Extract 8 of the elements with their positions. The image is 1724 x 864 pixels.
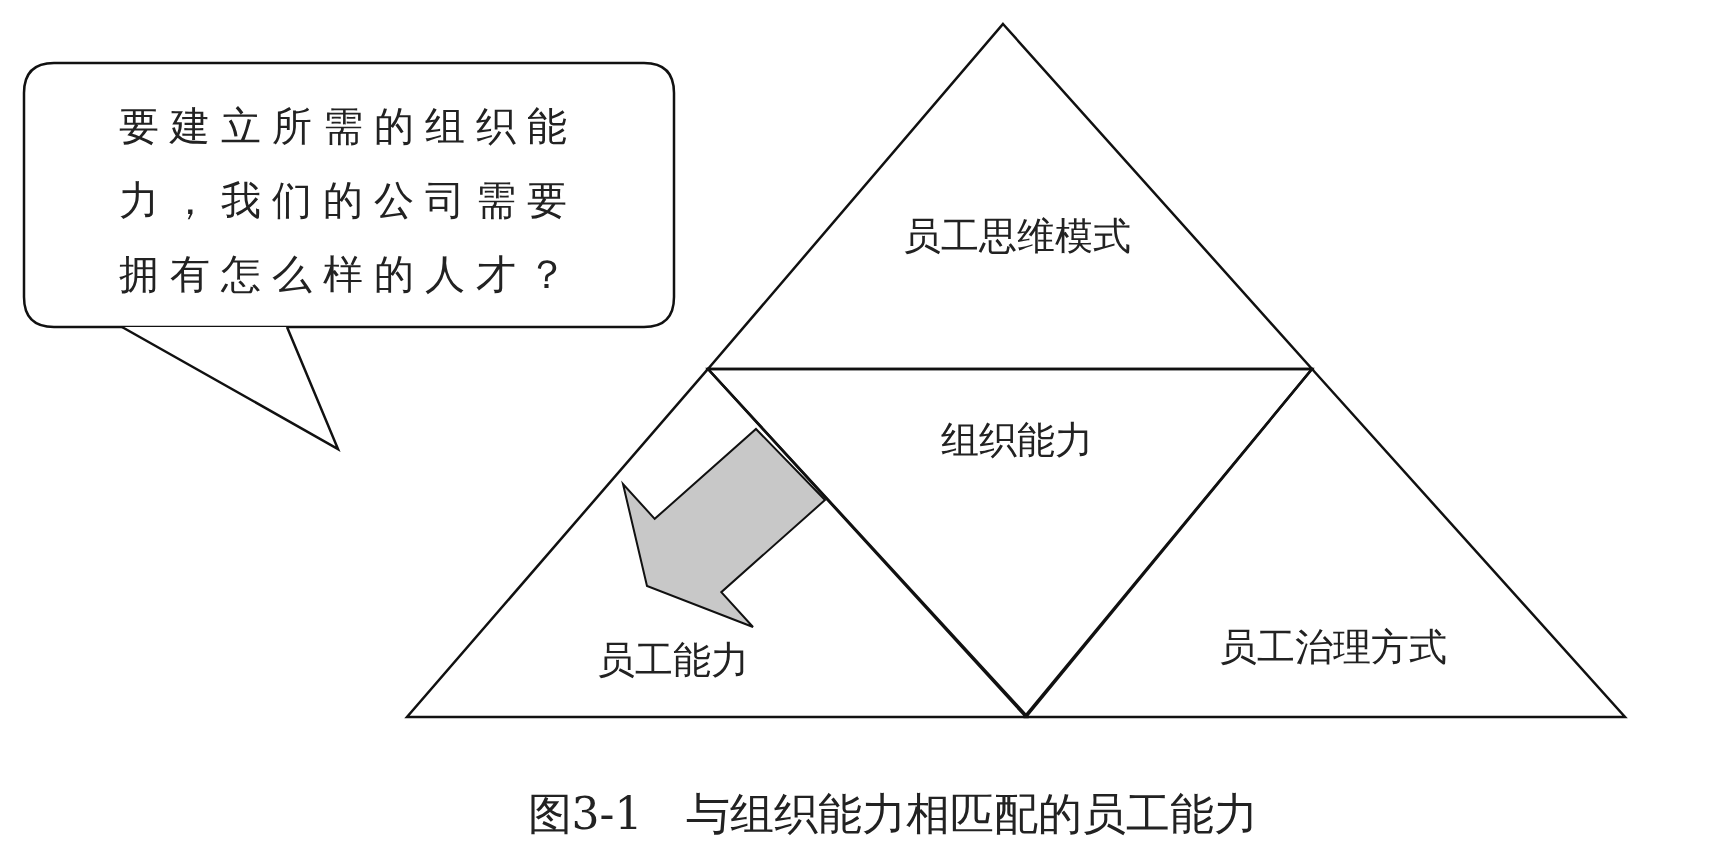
section-label: 组织能力 [941, 416, 1093, 464]
figure-caption: 图3-1 与组织能力相匹配的员工能力 [527, 786, 1259, 841]
block-arrow [621, 427, 827, 628]
section-label: 员工思维模式 [903, 212, 1131, 260]
bubble-text: 要建立所需的组织能力，我们的公司需要拥有怎么样的人才？ [119, 102, 579, 299]
section-label: 员工能力 [597, 636, 749, 684]
section-label: 员工治理方式 [1219, 623, 1447, 671]
triangle-section [708, 24, 1312, 369]
